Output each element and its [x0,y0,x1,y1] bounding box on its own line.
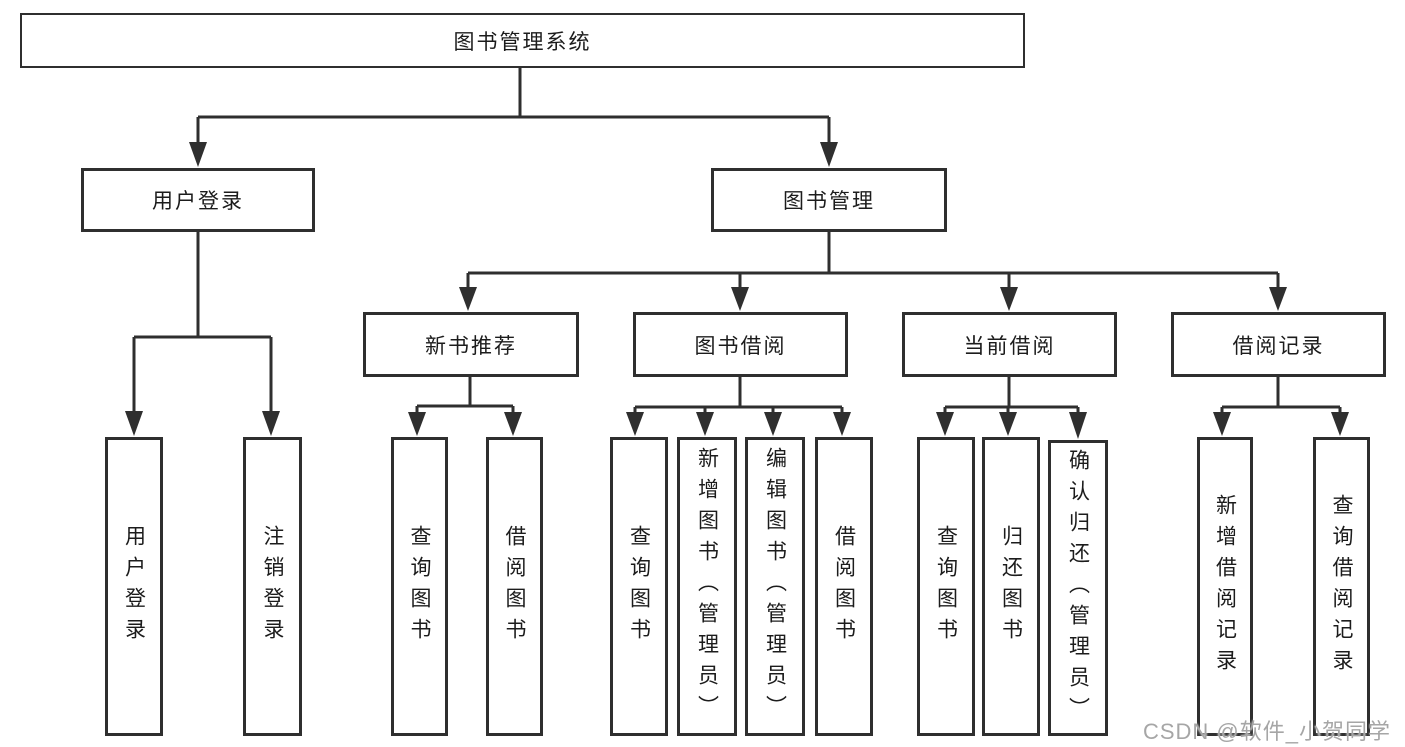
node-book-borrowing: 图书借阅 [633,312,848,377]
leaf-add-borrow-record: 新增借阅记录 [1197,437,1253,736]
leaf-confirm-return-admin: 确认归还（管理员） [1048,440,1108,736]
node-label: 借阅记录 [1232,334,1325,358]
leaf-label: 查询图书 [408,524,431,649]
node-book-management: 图书管理 [711,168,947,232]
leaf-label: 借阅图书 [832,524,856,649]
leaf-label: 确认归还（管理员） [1066,448,1090,728]
leaf-query-books-borrowing: 查询图书 [610,437,668,736]
node-new-book-recommendation: 新书推荐 [363,312,579,377]
node-label: 图书借阅 [694,334,787,358]
node-label: 图书管理 [783,190,875,213]
watermark: CSDN @软件_小贺同学 [1142,719,1391,744]
node-label: 当前借阅 [963,334,1056,358]
leaf-label: 注销登录 [261,524,284,649]
arrowheads [125,142,1349,439]
leaf-label: 查询图书 [934,524,958,649]
leaf-label: 编辑图书（管理员） [763,447,787,726]
leaf-query-borrow-record: 查询借阅记录 [1313,437,1370,736]
leaf-label: 查询图书 [627,524,651,649]
leaf-user-login: 用户登录 [105,437,163,736]
leaf-label: 新增借阅记录 [1213,493,1237,680]
leaf-edit-books-admin: 编辑图书（管理员） [745,437,805,736]
leaf-borrow-books-recommend: 借阅图书 [486,437,543,736]
node-library-management-system: 图书管理系统 [20,13,1025,68]
leaf-label: 查询借阅记录 [1330,493,1353,680]
leaf-return-books: 归还图书 [982,437,1040,736]
node-user-login: 用户登录 [81,168,315,232]
leaf-label: 新增图书（管理员） [695,447,719,726]
node-label: 图书管理系统 [453,30,592,54]
leaf-label: 用户登录 [122,524,146,649]
node-label: 新书推荐 [425,334,517,358]
leaf-label: 归还图书 [999,524,1023,649]
node-label: 用户登录 [152,190,244,213]
node-borrowing-records: 借阅记录 [1171,312,1386,377]
node-current-borrowing: 当前借阅 [902,312,1117,377]
leaf-add-books-admin: 新增图书（管理员） [677,437,737,736]
leaf-query-books-current: 查询图书 [917,437,975,736]
leaf-logout: 注销登录 [243,437,302,736]
leaf-query-books-recommend: 查询图书 [391,437,448,736]
leaf-label: 借阅图书 [503,524,526,649]
leaf-borrow-books: 借阅图书 [815,437,873,736]
